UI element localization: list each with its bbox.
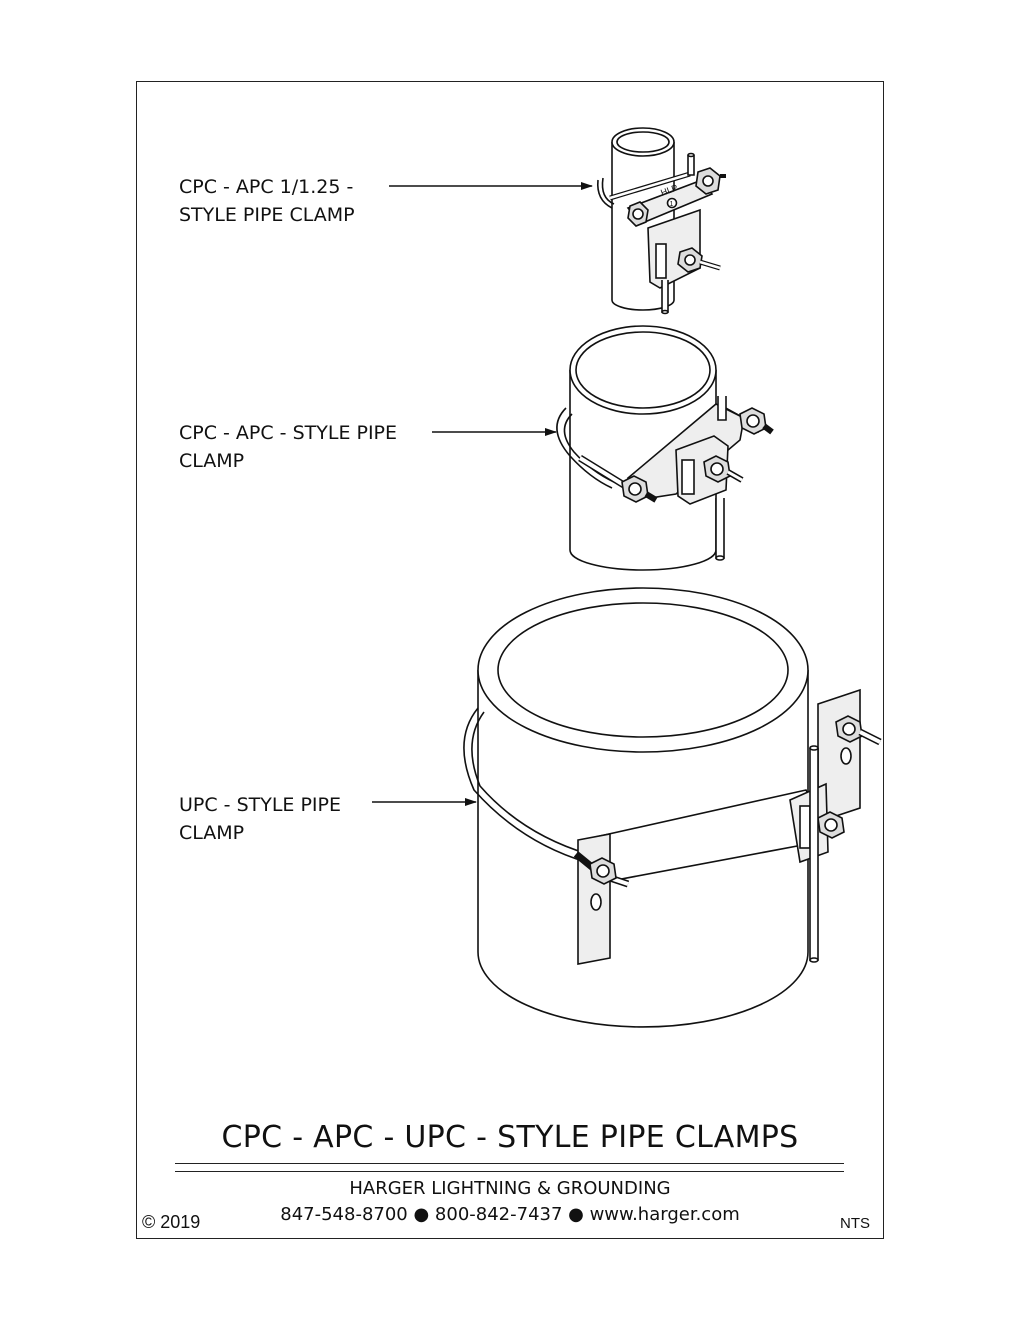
drawing-border (136, 81, 884, 1239)
title-divider (175, 1163, 844, 1164)
company-contact: 847-548-8700 ● 800-842-7437 ● www.harger… (280, 1204, 740, 1225)
small-pipe-clamp-drawing: HLP 1 (596, 127, 726, 315)
scale-note: NTS (840, 1215, 870, 1232)
title-divider-second (175, 1171, 844, 1172)
company-name: HARGER LIGHTNING & GROUNDING (349, 1178, 671, 1199)
large-pipe-clamp-drawing (463, 587, 882, 1028)
callout-label-cpc-apc-small: CPC - APC 1/1.25 - STYLE PIPE CLAMP (179, 176, 355, 226)
medium-pipe-clamp-drawing (556, 325, 774, 571)
callout-label-cpc-apc: CPC - APC - STYLE PIPE CLAMP (179, 422, 398, 472)
drawing-title: CPC - APC - UPC - STYLE PIPE CLAMPS (221, 1120, 799, 1155)
copyright-notice: © 2019 (142, 1212, 201, 1232)
callout-label-upc: UPC - STYLE PIPE CLAMP (179, 794, 341, 844)
clamp-number-marking: 1 (670, 201, 674, 208)
